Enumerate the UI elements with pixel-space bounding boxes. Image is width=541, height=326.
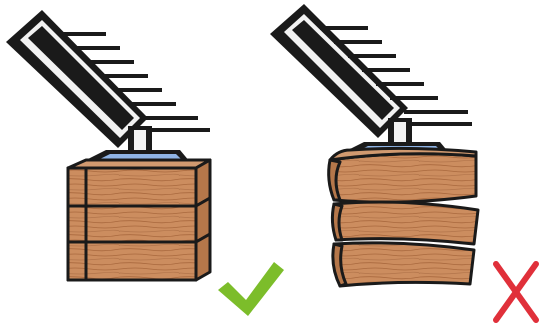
scaffold-beam-left (6, 10, 208, 152)
timber-stack-right (329, 148, 478, 286)
cross-mark-icon (496, 264, 536, 320)
panel-incorrect (270, 4, 536, 320)
check-mark-icon (218, 262, 284, 316)
panel-correct (6, 10, 284, 316)
timber-stack-left (68, 160, 210, 280)
scaffold-beam-right (270, 4, 470, 148)
